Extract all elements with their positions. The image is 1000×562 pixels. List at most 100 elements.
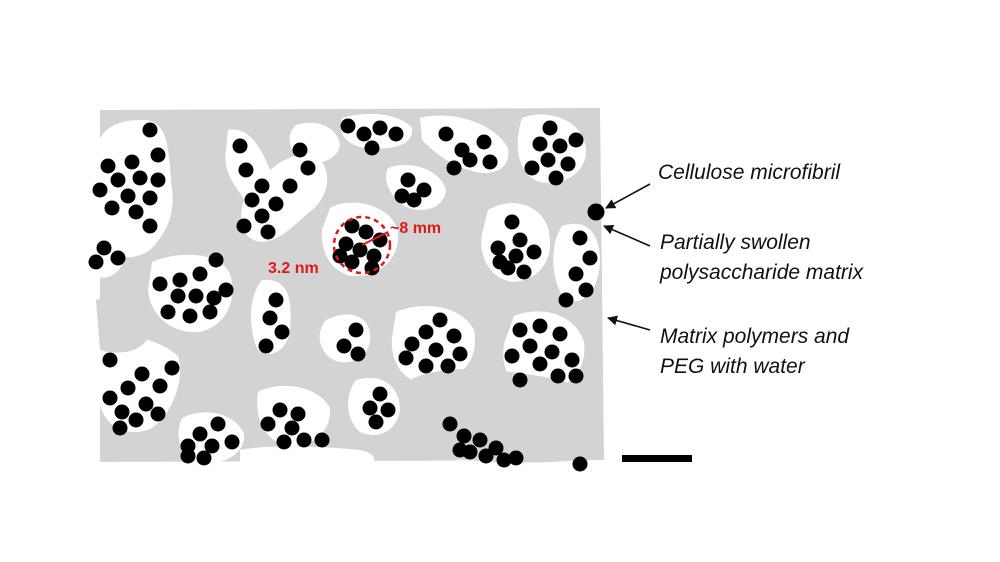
microfibril-dot <box>512 322 528 338</box>
microfibril-dot <box>462 152 478 168</box>
microfibril-dot <box>344 218 360 234</box>
label-polymer-line2: PEG with water <box>660 355 805 378</box>
microfibril-dot <box>490 240 506 256</box>
microfibril-dot <box>398 350 414 366</box>
microfibril-dot <box>418 358 434 374</box>
arrow-icon <box>607 315 651 331</box>
microfibril-dot <box>296 432 312 448</box>
microfibril-dot <box>196 450 212 466</box>
microfibril-dot <box>224 434 240 450</box>
label-swollen-line2: polysaccharide matrix <box>660 261 864 284</box>
microfibril-dot <box>282 178 298 194</box>
microfibril-dot <box>442 416 458 432</box>
microfibril-dot <box>362 400 378 416</box>
microfibril-dot <box>172 272 188 288</box>
microfibril-dot <box>358 224 374 240</box>
label-cellulose-text: Cellulose microfibril <box>658 161 841 184</box>
microfibril-dot <box>210 416 226 432</box>
microfibril-dot <box>568 368 584 384</box>
microfibril-dot <box>446 160 462 176</box>
microfibril-dot <box>564 352 580 368</box>
microfibril-dot <box>188 288 204 304</box>
microfibril-dot <box>522 338 538 354</box>
microfibril-dot <box>472 432 488 448</box>
microfibril-dot <box>112 420 128 436</box>
microfibril-dot <box>452 346 468 362</box>
microfibril-dot <box>432 312 448 328</box>
microfibril-dot <box>388 126 404 142</box>
microfibril-dot <box>120 188 136 204</box>
label-cellulose-microfibril: Cellulose microfibril <box>658 158 840 188</box>
microfibril-dot <box>128 412 144 428</box>
microfibril-dot <box>428 342 444 358</box>
microfibril-dot <box>192 266 208 282</box>
microfibril-dot <box>482 154 498 170</box>
microfibril-dot <box>232 138 248 154</box>
microfibril-dot <box>150 172 166 188</box>
microfibril-dot <box>478 448 494 464</box>
microfibril-dot <box>512 232 528 248</box>
microfibril-dot <box>366 248 382 264</box>
microfibril-dot <box>182 308 198 324</box>
microfibril-dot <box>560 156 576 172</box>
arrow-icon <box>603 225 651 247</box>
bundle-annotation <box>332 215 392 275</box>
microfibril-dot <box>134 366 150 382</box>
microfibril-dot <box>492 254 508 270</box>
microfibril-dot <box>572 456 588 472</box>
microfibril-dot <box>208 252 224 268</box>
microfibril-dot <box>152 378 168 394</box>
microfibril-dot <box>582 250 598 266</box>
microfibril-dot <box>558 292 574 308</box>
microfibril-dot <box>314 432 330 448</box>
microfibril-dot <box>268 292 284 308</box>
microfibril-dot <box>292 142 308 158</box>
microfibril-dot <box>344 254 360 270</box>
microfibril-dot <box>260 416 276 432</box>
microfibril-dot <box>526 244 542 260</box>
microfibril-dot <box>438 126 454 142</box>
microfibril-dot <box>236 218 252 234</box>
microfibril-dot <box>132 170 148 186</box>
microfibril-dot <box>192 426 208 442</box>
microfibril-dot <box>350 346 366 362</box>
microfibril-dot <box>452 442 468 458</box>
microfibril-dot <box>110 172 126 188</box>
microfibril-dot <box>372 386 388 402</box>
microfibril-dot <box>542 120 558 136</box>
microfibril-dot <box>262 310 278 326</box>
annotation-diameter: 3.2 nm <box>268 260 319 277</box>
microfibril-dot <box>568 132 584 148</box>
microfibril-dot <box>364 140 380 156</box>
microfibril-dot <box>578 282 594 298</box>
microfibril-dot <box>142 122 158 138</box>
microfibril-dot <box>372 232 388 248</box>
microfibril-dot <box>254 208 270 224</box>
microfibril-dot <box>340 118 356 134</box>
microfibril-dot <box>508 248 524 264</box>
microfibril-dot <box>272 402 288 418</box>
microfibril-dot <box>524 160 540 176</box>
microfibril-dot <box>394 188 410 204</box>
microfibril-dot <box>512 372 528 388</box>
microfibril-dot <box>92 182 108 198</box>
microfibril-dot <box>254 178 270 194</box>
microfibril-dot <box>284 420 300 436</box>
microfibril-dot <box>170 288 186 304</box>
microfibril-dot <box>496 452 512 468</box>
microfibril-dot <box>372 120 388 136</box>
microfibril-dot <box>380 402 396 418</box>
label-matrix-polymers: Matrix polymers and PEG with water <box>660 322 849 382</box>
microfibril-dot <box>550 368 566 384</box>
microfibril-dot <box>244 192 260 208</box>
microfibril-dot <box>532 356 548 372</box>
microfibril-dot <box>540 152 556 168</box>
annotation-spacing: ~8 mm <box>390 220 442 237</box>
microfibril-dot <box>446 328 462 344</box>
microfibril-dot <box>418 324 434 340</box>
microfibril-dot <box>416 182 432 198</box>
microfibril-dot <box>260 224 276 240</box>
microfibril-dot <box>504 214 520 230</box>
microfibril-dot <box>152 276 168 292</box>
